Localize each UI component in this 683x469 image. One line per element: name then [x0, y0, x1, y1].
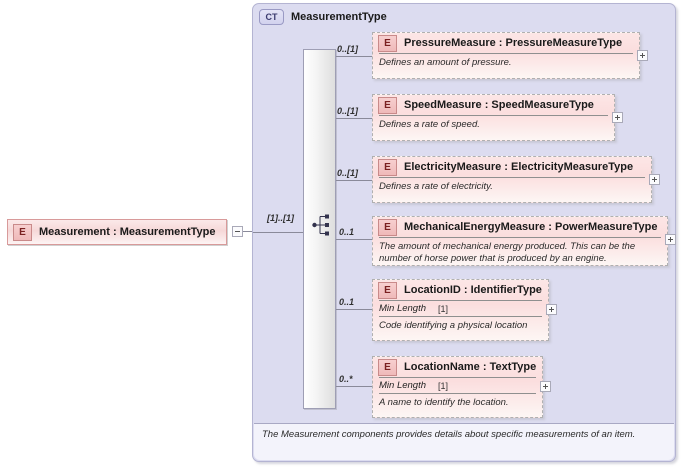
element-header: E LocationID : IdentifierType [373, 280, 548, 300]
element-header: E PressureMeasure : PressureMeasureType [373, 33, 639, 53]
element-header: E MechanicalEnergyMeasure : PowerMeasure… [373, 217, 667, 237]
occurrence-label: 0..1 [339, 297, 355, 307]
divider [379, 53, 633, 54]
root-occurrence-label: [1]..[1] [267, 213, 294, 223]
occurrence-label: 0..[1] [337, 44, 359, 54]
facet-value: [1] [438, 380, 449, 391]
element-box-locationname[interactable]: E LocationName : TextType Min Length [1]… [372, 356, 543, 418]
sequence-compositor[interactable] [303, 49, 336, 409]
facet-name: Min Length [379, 380, 427, 391]
element-label: SpeedMeasure : SpeedMeasureType [404, 99, 594, 111]
element-box-locationid[interactable]: E LocationID : IdentifierType Min Length… [372, 279, 549, 341]
element-label: MechanicalEnergyMeasure : PowerMeasureTy… [404, 221, 658, 233]
element-icon: E [378, 358, 397, 376]
element-documentation: Defines a rate of speed. [379, 119, 480, 130]
occurrence-label: 0..* [339, 374, 353, 384]
element-header: E SpeedMeasure : SpeedMeasureType [373, 95, 614, 115]
element-documentation: Defines an amount of pressure. [379, 57, 512, 68]
element-connector-line [336, 386, 372, 387]
expand-toggle-icon[interactable] [637, 50, 648, 61]
root-element-box[interactable]: E Measurement : MeasurementType [7, 219, 227, 245]
element-connector-line [336, 56, 372, 57]
occurrence-label: 0..[1] [337, 168, 359, 178]
divider [379, 115, 608, 116]
element-label: LocationID : IdentifierType [404, 284, 542, 296]
expand-toggle-icon[interactable] [540, 381, 551, 392]
facet-row: Min Length [1] [373, 378, 542, 393]
expand-toggle-icon[interactable] [665, 234, 676, 245]
element-icon: E [378, 218, 397, 236]
collapse-toggle-icon[interactable] [232, 226, 243, 237]
element-connector-line [336, 309, 372, 310]
element-box-mechanicalenergymeasure[interactable]: E MechanicalEnergyMeasure : PowerMeasure… [372, 216, 668, 266]
element-header: E ElectricityMeasure : ElectricityMeasur… [373, 157, 651, 177]
sequence-icon [312, 214, 329, 236]
divider [379, 300, 542, 301]
divider [379, 393, 536, 394]
complex-type-annotation: The Measurement components provides deta… [254, 423, 674, 460]
element-box-speedmeasure[interactable]: E SpeedMeasure : SpeedMeasureType Define… [372, 94, 615, 141]
divider [379, 237, 661, 238]
element-label: ElectricityMeasure : ElectricityMeasureT… [404, 161, 634, 173]
element-icon: E [378, 281, 397, 299]
element-documentation: Defines a rate of electricity. [379, 181, 493, 192]
divider [379, 377, 536, 378]
root-connector-line [243, 231, 253, 232]
element-documentation: The amount of mechanical energy produced… [379, 241, 636, 264]
facet-name: Min Length [379, 303, 427, 314]
complex-type-name: MeasurementType [291, 11, 387, 23]
element-documentation: A name to identify the location. [379, 397, 509, 408]
expand-toggle-icon[interactable] [546, 304, 557, 315]
element-box-electricitymeasure[interactable]: E ElectricityMeasure : ElectricityMeasur… [372, 156, 652, 203]
element-icon: E [378, 34, 397, 52]
complextype-icon: CT [259, 9, 284, 25]
complex-type-header: CT MeasurementType [259, 9, 387, 25]
element-documentation: Code identifying a physical location [379, 320, 528, 331]
element-label: PressureMeasure : PressureMeasureType [404, 37, 623, 49]
facet-value: [1] [438, 303, 449, 314]
element-icon: E [378, 158, 397, 176]
expand-toggle-icon[interactable] [612, 112, 623, 123]
divider [379, 316, 542, 317]
occurrence-label: 0..[1] [337, 106, 359, 116]
element-icon: E [13, 223, 32, 241]
expand-toggle-icon[interactable] [649, 174, 660, 185]
element-connector-line [336, 118, 372, 119]
element-connector-line [336, 180, 372, 181]
occurrence-label: 0..1 [339, 227, 355, 237]
divider [379, 177, 645, 178]
element-icon: E [378, 96, 397, 114]
element-box-pressuremeasure[interactable]: E PressureMeasure : PressureMeasureType … [372, 32, 640, 79]
complex-type-panel: CT MeasurementType [1]..[1] 0..[1] E Pre… [252, 3, 676, 462]
element-label: LocationName : TextType [404, 361, 537, 373]
element-connector-line [336, 239, 372, 240]
root-element-label: Measurement : MeasurementType [39, 226, 216, 238]
element-header: E LocationName : TextType [373, 357, 542, 377]
trunk-connector-line [253, 232, 303, 233]
facet-row: Min Length [1] [373, 301, 548, 316]
